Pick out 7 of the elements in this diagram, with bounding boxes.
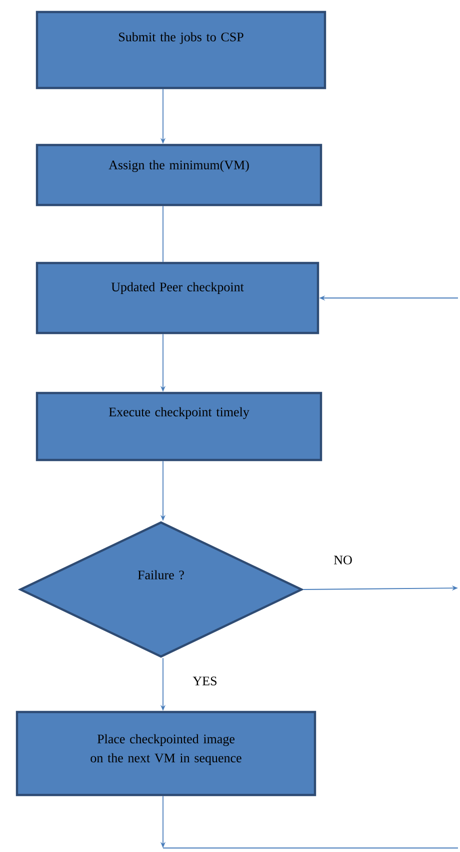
process-box: Updated Peer checkpoint bbox=[36, 262, 320, 334]
edge-label: NO bbox=[334, 556, 352, 564]
process-box: Submit the jobs to CSP bbox=[36, 10, 326, 90]
process-box: Execute checkpoint timely bbox=[36, 392, 322, 462]
process-box: Assign the minimum(VM) bbox=[36, 144, 322, 206]
process-box: Place checkpointed image on the next VM in sequence bbox=[16, 710, 316, 796]
edge-label: YES bbox=[192, 676, 216, 686]
